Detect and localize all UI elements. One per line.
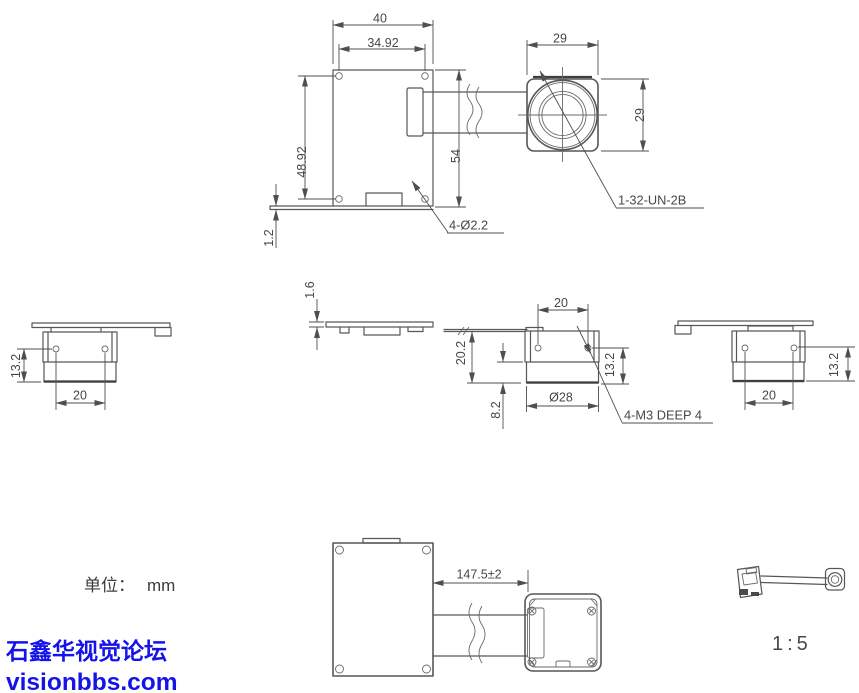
unit-value: mm [147,576,175,595]
callout-thread-label: 1-32-UN-2B [618,193,686,208]
hole-icon [790,344,798,352]
board-outline [269,69,434,211]
hole-icon [52,345,60,353]
callout-thread-holes-label: 4-M3 DEEP 4 [624,408,702,423]
thumbnail-lens-ring [827,572,843,587]
hole-icon [335,545,344,555]
thumbnail-body-box [736,565,763,599]
dim-label-hole-span: 20 [73,389,87,403]
dim-label-hole-offset: 13.2 [603,353,617,377]
thumbnail-tube [760,575,828,586]
centerlines [518,67,607,162]
head-barrel [527,607,545,659]
hole-icon [421,195,429,203]
dim-label-height: 54 [449,149,463,163]
dim-label-hole-offset: 13.2 [9,354,23,378]
hole-icon [335,664,344,674]
leader-line-thread-holes-tail [590,353,623,423]
extension-lines [309,321,324,328]
board-back-view: 40 34.92 48.92 54 1.2 4-Ø2.2 [262,12,528,248]
screw-icon [527,657,537,667]
head-corner-screws [527,606,596,667]
pcb-edge-geometry [325,321,434,336]
head-right-side-view: 13.2 20 [674,320,855,410]
scale-thumbnail [736,565,846,599]
head-side-view: 20 20.2 8.2 Ø28 13.2 4-M3 DEEP 4 [443,296,713,429]
hole-icon [101,345,109,353]
hole-icon [422,664,431,674]
hole-icon [335,195,343,203]
cable-tick-marks [457,326,470,336]
screw-slot [588,659,595,665]
dim-label-hole-span: 20 [554,296,568,310]
tube-break-symbol [468,602,486,664]
main-unit-top-tab [362,537,401,544]
hole-icon [421,72,429,80]
dim-label-step: 8.2 [489,401,503,418]
thumbnail-body-window [741,571,759,586]
dim-label-mount-dia: Ø28 [549,391,573,405]
head-side-geometry [674,320,814,383]
screw-slot [588,608,595,614]
leader-line-holes [411,180,449,233]
dim-label-width: 29 [553,32,567,46]
head-bottom-bump [555,660,571,667]
board-mounting-holes [335,72,429,203]
dim-label-hole-offset: 13.2 [827,353,841,377]
dim-label-cable-length: 147.5±2 [456,568,501,582]
hole-icon [422,545,431,555]
thumbnail-body-detail [751,592,759,596]
hole-icon [335,72,343,80]
thumbnail-head [824,567,846,591]
head-left-side-view: 13.2 20 [9,322,172,410]
pcb-edge-view: 1.6 [303,281,434,350]
dim-label-width: 40 [373,12,387,26]
screw-icon [527,606,537,616]
thumbnail-body-tab [745,566,758,575]
callout-holes-label: 4-Ø2.2 [449,218,488,233]
dim-label-thickness: 1.2 [262,229,276,246]
cable-tube [432,614,528,657]
main-unit-outline [332,542,434,677]
leader-line-thread-holes [576,325,592,355]
dim-label-hole-span: 20 [762,389,776,403]
hole-icon [741,344,749,352]
head-corner-chamfers [529,598,598,668]
watermark-website: visionbbs.com [6,669,178,693]
dim-label-height: 29 [633,108,647,122]
watermark-forum-name: 石鑫华视觉论坛 [5,638,167,664]
hole-icon [534,344,542,352]
head-inner-outline [529,598,598,668]
head-side-geometry [443,326,600,384]
thumbnail-lens-inner [830,575,840,584]
dim-label-height: 20.2 [454,341,468,365]
screw-icon [587,657,596,667]
lens-front-view: 29 29 1-32-UN-2B [518,32,704,209]
extension-lines [744,346,855,410]
thumbnail-body-detail [739,589,748,595]
screw-slot [529,659,535,665]
scale-ratio-label: 1:5 [772,633,812,655]
extension-lines [298,20,466,208]
leader-line-thread [539,70,617,208]
dim-label-hole-span-v: 48.92 [295,146,309,177]
screw-slot [529,608,535,614]
head-outline [524,593,602,672]
dim-label-hole-span-h: 34.92 [367,36,398,50]
extension-lines [467,304,629,412]
unit-label: 单位： [84,576,135,595]
dim-label-thickness: 1.6 [303,281,317,298]
extension-lines [526,40,649,152]
tube-break-symbol [466,83,483,139]
extension-lines [17,348,106,410]
lens-barrel-and-tube [406,87,528,137]
screw-icon [587,606,596,616]
head-side-geometry [31,322,172,383]
assembly-overview-view: 147.5±2 [332,537,602,677]
